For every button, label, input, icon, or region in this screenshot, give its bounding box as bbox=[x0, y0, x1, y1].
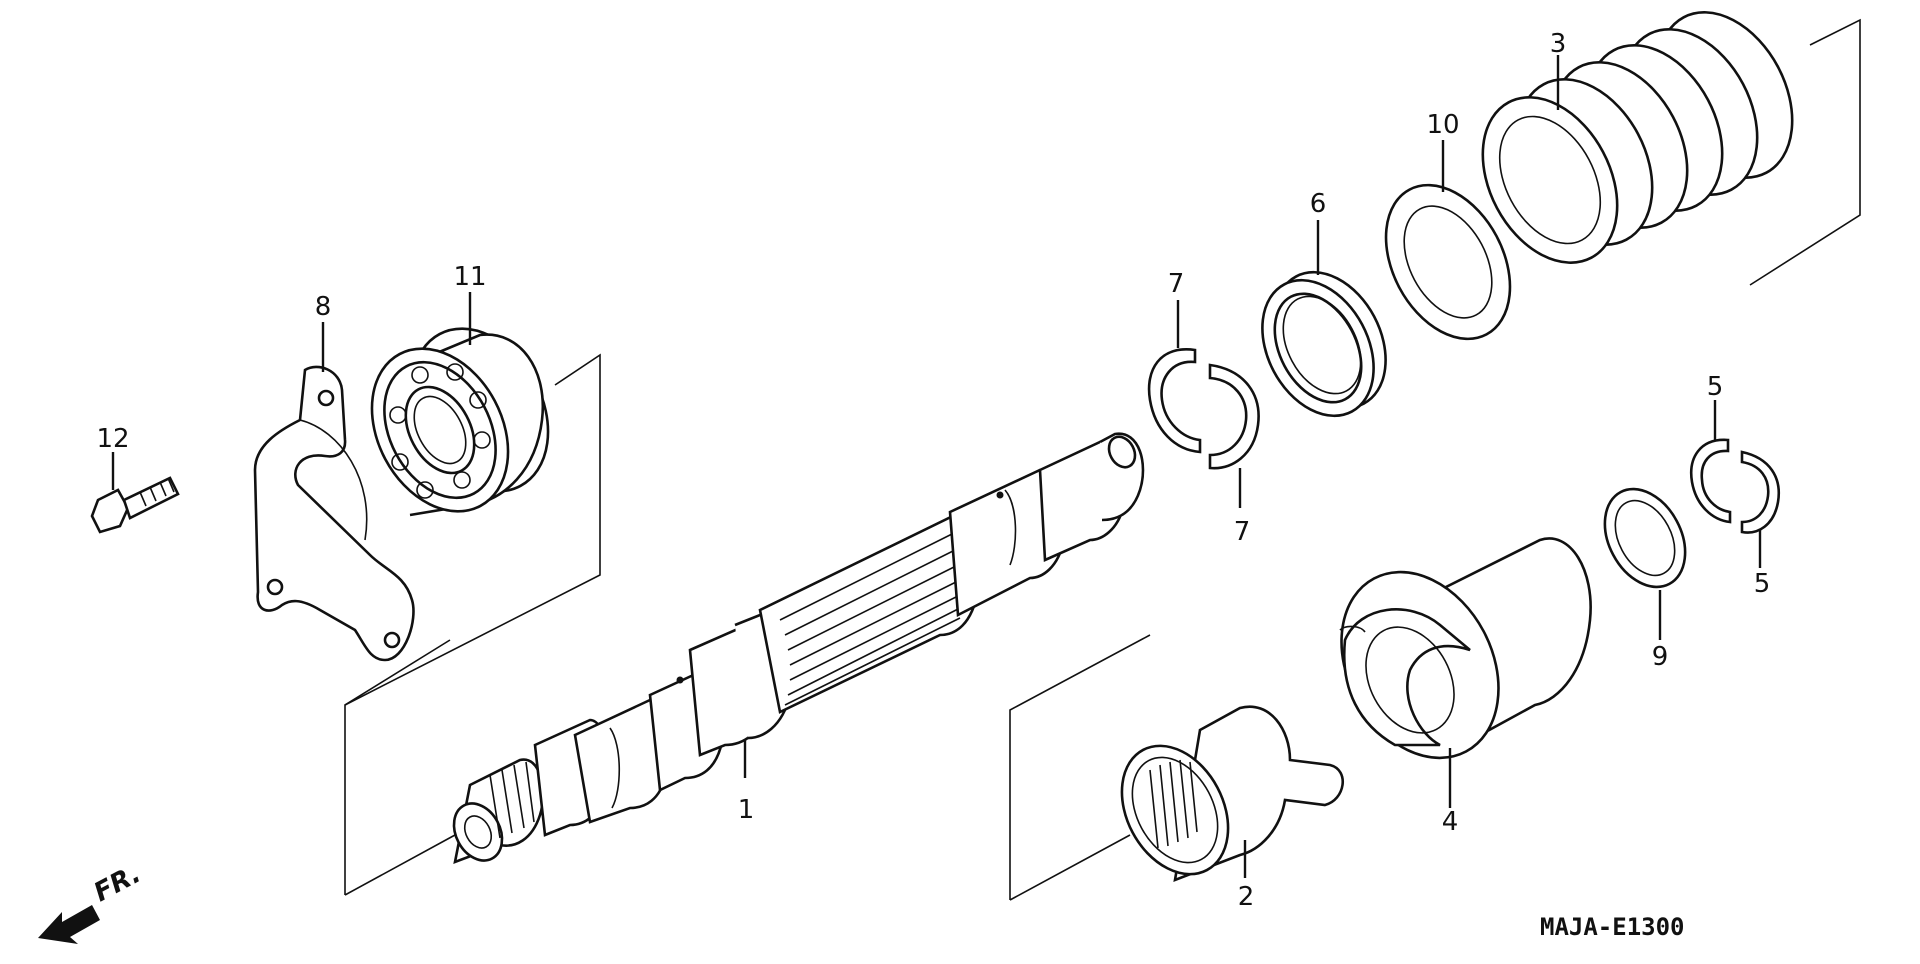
callout-1: 1 bbox=[738, 795, 755, 825]
part-1-main-shaft bbox=[452, 432, 1145, 865]
callout-3: 3 bbox=[1550, 29, 1567, 59]
callout-6: 6 bbox=[1310, 189, 1327, 219]
callout-7-upper: 7 bbox=[1168, 269, 1185, 299]
callout-8: 8 bbox=[315, 292, 332, 322]
front-direction-indicator: FR. bbox=[38, 859, 146, 944]
callout-12: 12 bbox=[96, 424, 129, 454]
callout-5-upper: 5 bbox=[1707, 372, 1724, 402]
callout-11: 11 bbox=[453, 262, 486, 292]
callout-5-lower: 5 bbox=[1754, 569, 1771, 599]
part-4-cam-sleeve bbox=[1339, 537, 1592, 760]
part-11-ball-bearing bbox=[370, 327, 550, 517]
direction-label: FR. bbox=[89, 859, 146, 908]
part-7-cotter-upper bbox=[1147, 348, 1202, 454]
callout-4: 4 bbox=[1442, 807, 1459, 837]
callout-7-lower: 7 bbox=[1234, 517, 1251, 547]
part-7-cotter-lower bbox=[1208, 363, 1260, 470]
part-10-washer bbox=[1384, 183, 1512, 341]
bracket-lower-right-group bbox=[1009, 634, 1151, 901]
callout-10: 10 bbox=[1426, 110, 1459, 140]
bracket-spring-group bbox=[1749, 18, 1861, 286]
part-8-bearing-holder bbox=[253, 365, 415, 662]
part-5-collar-upper bbox=[1689, 438, 1732, 524]
part-12-flange-bolt bbox=[90, 476, 180, 534]
callouts: 1 2 3 4 5 5 6 7 7 8 9 10 11 12 bbox=[96, 29, 1770, 912]
part-9-ring bbox=[1603, 487, 1687, 589]
leader-lines bbox=[111, 55, 1762, 878]
part-6-retainer-ring bbox=[1261, 270, 1387, 418]
callout-9: 9 bbox=[1652, 642, 1669, 672]
part-3-coil-spring bbox=[1481, 11, 1794, 264]
bracket-left-group bbox=[344, 353, 601, 896]
callout-2: 2 bbox=[1238, 882, 1255, 912]
part-2-bushing-sleeve bbox=[1120, 705, 1345, 883]
drawing-code: MAJA-E1300 bbox=[1540, 913, 1685, 941]
part-5-collar-lower bbox=[1740, 450, 1781, 534]
direction-arrow-icon bbox=[38, 905, 100, 944]
